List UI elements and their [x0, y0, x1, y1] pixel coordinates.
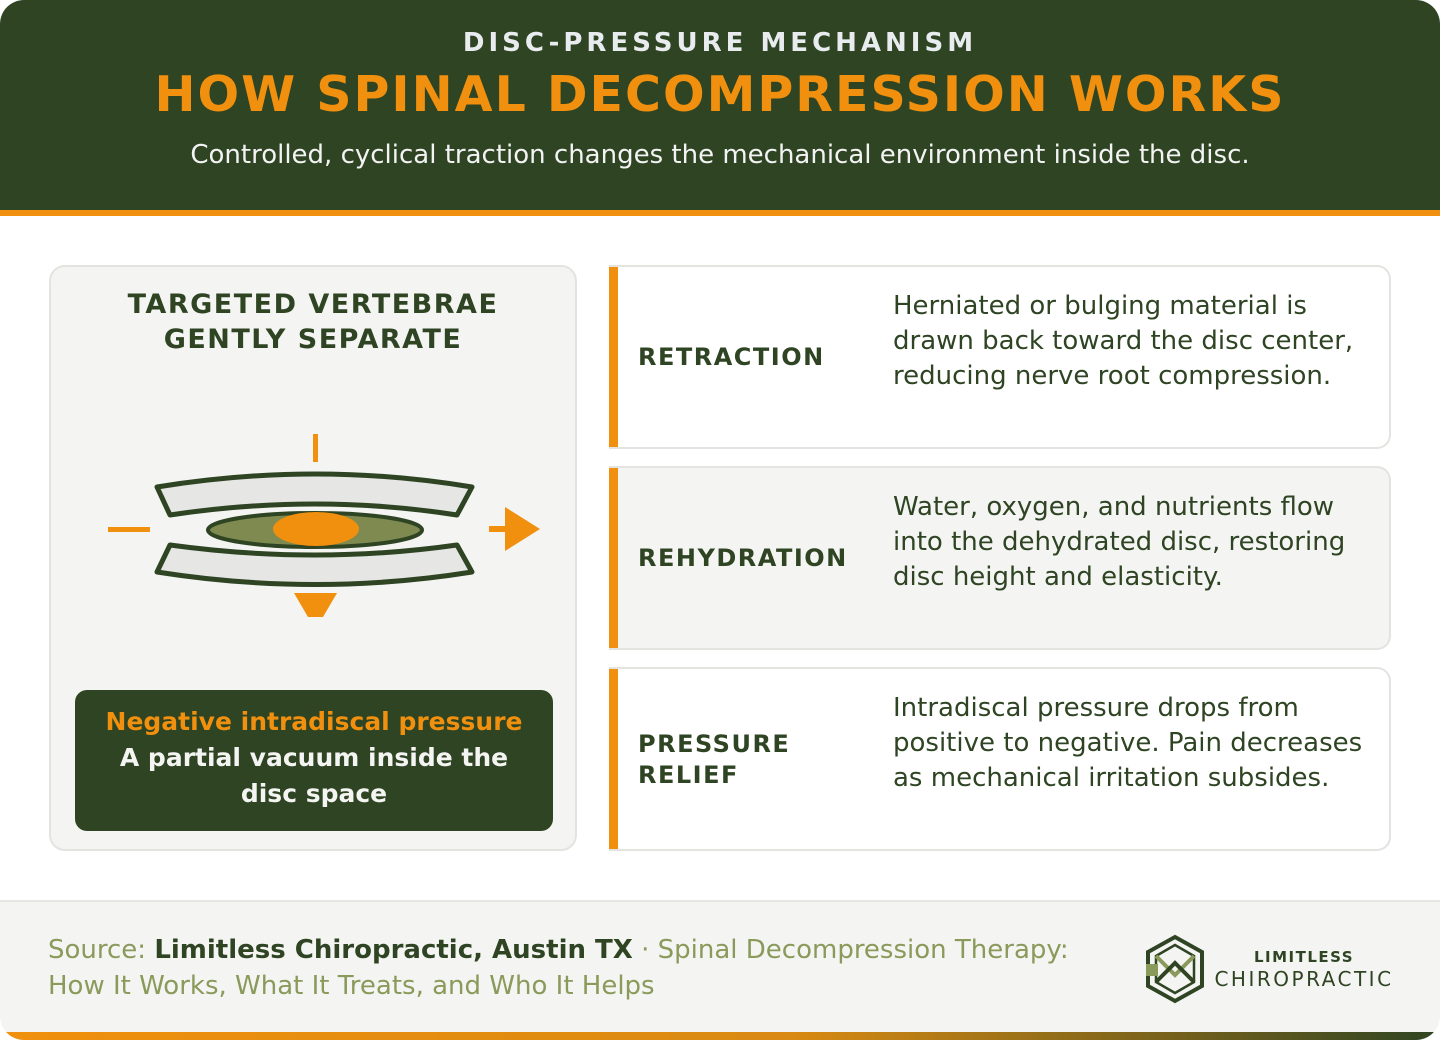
negative-pressure-callout: Negative intradiscal pressure A partial …: [75, 690, 553, 831]
upper-vertebra-icon: [154, 471, 475, 518]
footer-divider: [0, 1032, 1440, 1040]
header-banner: DISC-PRESSURE MECHANISM HOW SPINAL DECOM…: [0, 0, 1440, 210]
card-retraction: RETRACTION Herniated or bulging material…: [609, 265, 1391, 449]
right-arrow-shaft: [489, 526, 507, 532]
callout-heading: Negative intradiscal pressure: [105, 707, 523, 736]
left-tick-mark: [108, 527, 150, 532]
card-label-line-1: REHYDRATION: [638, 544, 848, 572]
source-title: · Spinal Decompression Therapy: How It W…: [48, 935, 1069, 1001]
card-label: PRESSURE RELIEF: [638, 729, 878, 791]
logo-wordmark-line-2: CHIROPRACTIC: [1214, 967, 1394, 991]
footer: Source: Limitless Chiropractic, Austin T…: [0, 900, 1440, 1040]
down-arrow-icon: [294, 593, 337, 617]
card-label: RETRACTION: [638, 342, 878, 373]
vertebrae-title-line-2: GENTLY SEPARATE: [163, 324, 463, 355]
card-label-line-1: PRESSURE: [638, 730, 791, 758]
disc-nucleus-icon: [273, 512, 359, 546]
vertebrae-panel-title: TARGETED VERTEBRAE GENTLY SEPARATE: [51, 287, 575, 357]
vertebrae-title-line-1: TARGETED VERTEBRAE: [127, 289, 499, 320]
vertebrae-panel: TARGETED VERTEBRAE GENTLY SEPARATE Negat…: [49, 265, 577, 851]
card-description: Herniated or bulging material is drawn b…: [893, 291, 1354, 391]
lower-vertebra-icon: [154, 542, 475, 587]
vertebrae-separation-diagram: [108, 434, 540, 617]
card-rehydration: REHYDRATION Water, oxygen, and nutrients…: [609, 466, 1391, 650]
right-arrow-icon: [505, 507, 540, 551]
card-description: Water, oxygen, and nutrients flow into t…: [893, 492, 1346, 592]
source-prefix: Source:: [48, 935, 155, 965]
card-accent-bar: [609, 468, 618, 648]
logo-wordmark-line-1: LIMITLESS: [1253, 948, 1355, 966]
card-description: Intradiscal pressure drops from positive…: [893, 693, 1363, 793]
callout-line-1: A partial vacuum inside the: [119, 743, 509, 772]
card-pressure-relief: PRESSURE RELIEF Intradiscal pressure dro…: [609, 667, 1391, 851]
brand-logo: LIMITLESS CHIROPRACTIC: [1144, 934, 1394, 1004]
page-subtitle: Controlled, cyclical traction changes th…: [190, 140, 1250, 170]
card-label-line-1: RETRACTION: [638, 343, 825, 371]
source-organization: Limitless Chiropractic, Austin TX: [154, 935, 633, 965]
page-title: HOW SPINAL DECOMPRESSION WORKS: [154, 66, 1286, 123]
card-accent-bar: [609, 669, 618, 849]
card-label: REHYDRATION: [638, 543, 878, 574]
header-divider: [0, 210, 1440, 216]
card-label-line-2: RELIEF: [638, 761, 739, 789]
limitless-hexagon-logo-icon: [1146, 934, 1204, 1004]
source-citation: Source: Limitless Chiropractic, Austin T…: [48, 932, 1118, 1004]
callout-line-2: disc space: [240, 779, 388, 808]
eyebrow-text: DISC-PRESSURE MECHANISM: [462, 28, 978, 58]
top-tick-mark: [313, 434, 318, 462]
card-accent-bar: [609, 267, 618, 447]
